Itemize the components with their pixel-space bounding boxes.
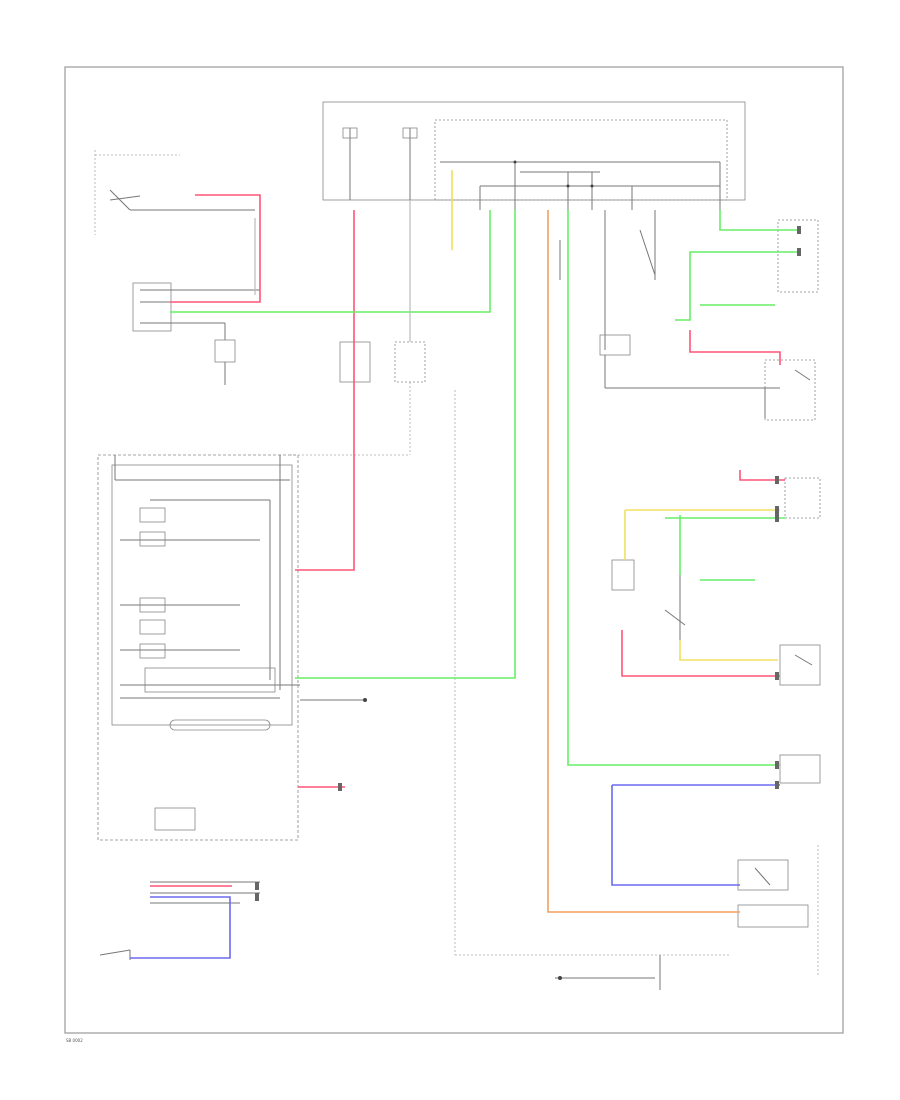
fuse-relay-box — [322, 101, 746, 210]
wire-segment — [689, 330, 781, 365]
bottom-left-sensor — [99, 881, 260, 960]
wire-orange — [547, 210, 740, 913]
top-left-switch — [94, 150, 255, 235]
bottom-sensor-row — [300, 390, 730, 990]
left-control-module — [97, 454, 300, 841]
wire-segment — [567, 210, 780, 766]
wire-segment — [719, 210, 800, 231]
wire-segment — [675, 251, 800, 321]
wire-segment — [547, 210, 740, 913]
wire-segment — [679, 640, 778, 661]
wire-segment — [170, 210, 491, 313]
wire-segment — [130, 896, 231, 959]
middle-relays — [290, 341, 426, 456]
wire-yellow — [451, 170, 780, 661]
wire-segment — [295, 210, 355, 571]
wire-green — [170, 210, 800, 766]
wire-segment — [621, 630, 780, 677]
wire-blue — [130, 784, 780, 959]
wire-red — [150, 194, 785, 887]
diagram-id-label: SB 0002 — [66, 1038, 83, 1043]
right-components — [559, 210, 821, 975]
left-connector-upper — [132, 282, 260, 385]
wire-segment — [295, 210, 516, 679]
diagram-border — [64, 66, 844, 1034]
wire-gray — [254, 200, 411, 342]
connector-markers — [255, 226, 801, 901]
wire-segment — [170, 194, 261, 303]
wire-segment — [611, 785, 740, 886]
wire-segment — [739, 470, 785, 481]
